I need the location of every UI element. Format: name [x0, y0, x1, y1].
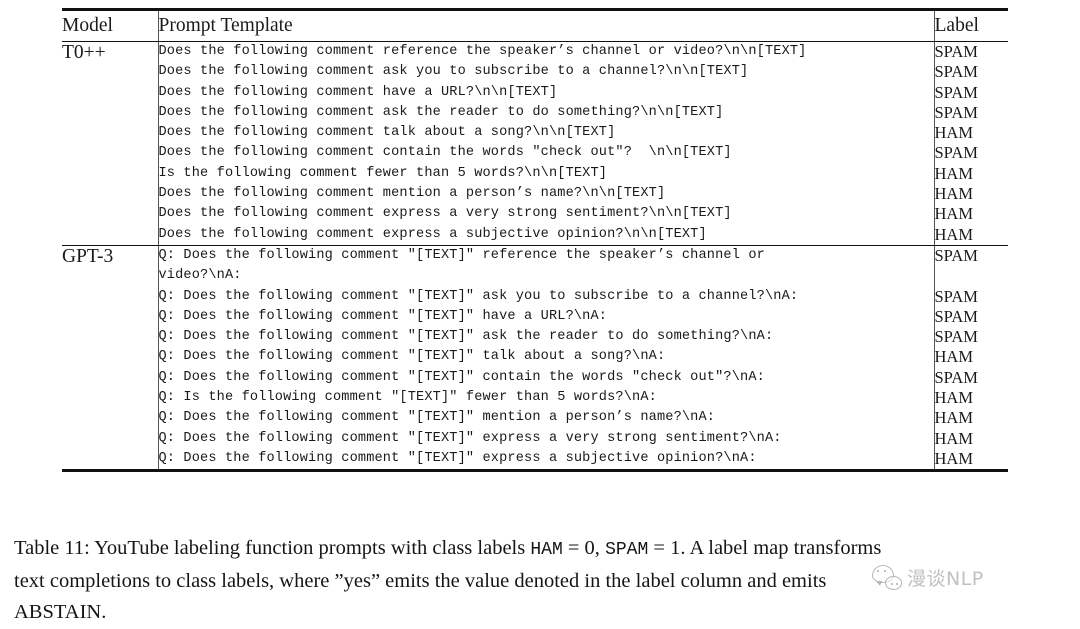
prompt-line: video?\nA:: [158, 268, 242, 284]
section-gpt3: GPT-3 Q: Does the following comment "[TE…: [62, 245, 1008, 470]
label-value: SPAM: [934, 82, 978, 102]
prompt-line: Q: Does the following comment "[TEXT]" h…: [158, 308, 608, 324]
prompt-line: Does the following comment contain the w…: [158, 145, 732, 161]
caption-line-1: Table 11: YouTube labeling function prom…: [14, 533, 1066, 566]
prompt-line: Q: Does the following comment "[TEXT]" a…: [158, 288, 799, 304]
prompt-table: Model Prompt Template Label: [62, 11, 1008, 41]
section-t0pp: T0++ Does the following comment referenc…: [62, 42, 1008, 245]
label-value: HAM: [934, 204, 974, 224]
label-value: SPAM: [934, 367, 978, 387]
table-header-row: Model Prompt Template Label: [62, 11, 1008, 41]
section-divider-rule: [62, 244, 1008, 246]
prompt-line: Does the following comment express a sub…: [158, 226, 707, 242]
caption-text-c: = 1. A label map transforms: [648, 537, 882, 559]
table-caption: Table 11: YouTube labeling function prom…: [14, 533, 1066, 628]
prompt-list-gpt3: Q: Does the following comment "[TEXT]" r…: [157, 245, 934, 470]
caption-text-b: = 0,: [562, 537, 606, 559]
label-value: HAM: [934, 347, 974, 367]
header-label: Label: [933, 11, 1008, 41]
label-list-gpt3: SPAMSPAMSPAMSPAMSPAMHAMSPAMHAMHAMHAMHAM: [933, 245, 1008, 470]
label-value: SPAM: [934, 306, 978, 326]
prompt-line: Q: Does the following comment "[TEXT]" a…: [158, 329, 774, 345]
label-value: HAM: [934, 408, 974, 428]
label-value: SPAM: [934, 62, 978, 82]
caption-spam-token: SPAM: [605, 540, 649, 560]
prompt-line: Does the following comment express a ver…: [158, 206, 732, 222]
caption-ham-token: HAM: [530, 540, 563, 560]
prompt-list-t0pp: Does the following comment reference the…: [157, 42, 934, 245]
label-value: SPAM: [934, 286, 978, 306]
prompt-line: Q: Is the following comment "[TEXT]" few…: [158, 390, 657, 406]
prompt-line: Q: Does the following comment "[TEXT]" c…: [158, 369, 765, 385]
prompt-line: Does the following comment mention a per…: [158, 186, 666, 202]
label-value: SPAM: [934, 42, 978, 61]
model-name-gpt3: GPT-3: [62, 245, 114, 267]
label-value: HAM: [934, 428, 974, 448]
table-top-rule: [62, 8, 1008, 11]
label-value: HAM: [934, 123, 974, 143]
table-bottom-rule: [62, 469, 1008, 473]
label-value: HAM: [934, 224, 974, 244]
model-name-t0pp: T0++: [62, 42, 106, 63]
label-value: HAM: [934, 388, 974, 408]
prompt-line: Does the following comment talk about a …: [158, 125, 616, 141]
prompt-line: Q: Does the following comment "[TEXT]" t…: [158, 349, 666, 365]
prompt-line: Q: Does the following comment "[TEXT]" m…: [158, 410, 716, 426]
prompt-line: Q: Does the following comment "[TEXT]" e…: [158, 430, 782, 446]
label-value: SPAM: [934, 245, 978, 265]
label-value: SPAM: [934, 143, 978, 163]
header-rule: [62, 41, 1008, 42]
caption-line-2: text completions to class labels, where …: [14, 570, 827, 592]
label-value: SPAM: [934, 327, 978, 347]
label-value: HAM: [934, 163, 974, 183]
prompt-line: Does the following comment ask you to su…: [158, 64, 749, 80]
header-prompt-template: Prompt Template: [157, 11, 934, 41]
prompt-line: Is the following comment fewer than 5 wo…: [158, 165, 608, 181]
table-section-row: T0++ Does the following comment referenc…: [62, 42, 1008, 245]
prompt-line: Q: Does the following comment "[TEXT]" e…: [158, 450, 757, 466]
table-11: Model Prompt Template Label T0++ Does th…: [62, 8, 1008, 473]
caption-text-a: Table 11: YouTube labeling function prom…: [14, 537, 531, 559]
prompt-line: Does the following comment ask the reade…: [158, 104, 724, 120]
header-model: Model: [62, 15, 113, 36]
prompt-line: Does the following comment have a URL?\n…: [158, 84, 558, 100]
label-value: SPAM: [934, 102, 978, 122]
label-value: HAM: [934, 448, 974, 468]
table-section-row: GPT-3 Q: Does the following comment "[TE…: [62, 245, 1008, 470]
prompt-line: Q: Does the following comment "[TEXT]" r…: [158, 247, 765, 263]
prompt-line: Does the following comment reference the…: [158, 44, 807, 59]
label-value: HAM: [934, 184, 974, 204]
caption-line-3: ABSTAIN.: [14, 601, 107, 623]
